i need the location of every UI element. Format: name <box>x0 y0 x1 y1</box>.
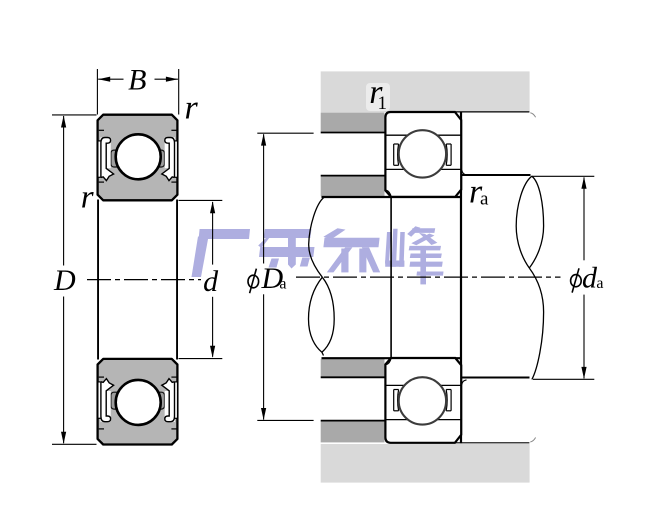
svg-text:B: B <box>128 64 146 97</box>
svg-text:a: a <box>480 189 489 210</box>
svg-text:a: a <box>279 275 286 292</box>
svg-text:a: a <box>596 275 603 292</box>
svg-text:D: D <box>261 262 284 295</box>
svg-text:d: d <box>203 265 219 298</box>
svg-text:r: r <box>469 174 483 211</box>
svg-text:r: r <box>81 180 94 216</box>
svg-text:r: r <box>369 74 383 111</box>
svg-text:D: D <box>53 264 76 297</box>
svg-text:r: r <box>185 90 199 127</box>
svg-text:1: 1 <box>378 93 388 114</box>
svg-text:d: d <box>582 262 598 295</box>
